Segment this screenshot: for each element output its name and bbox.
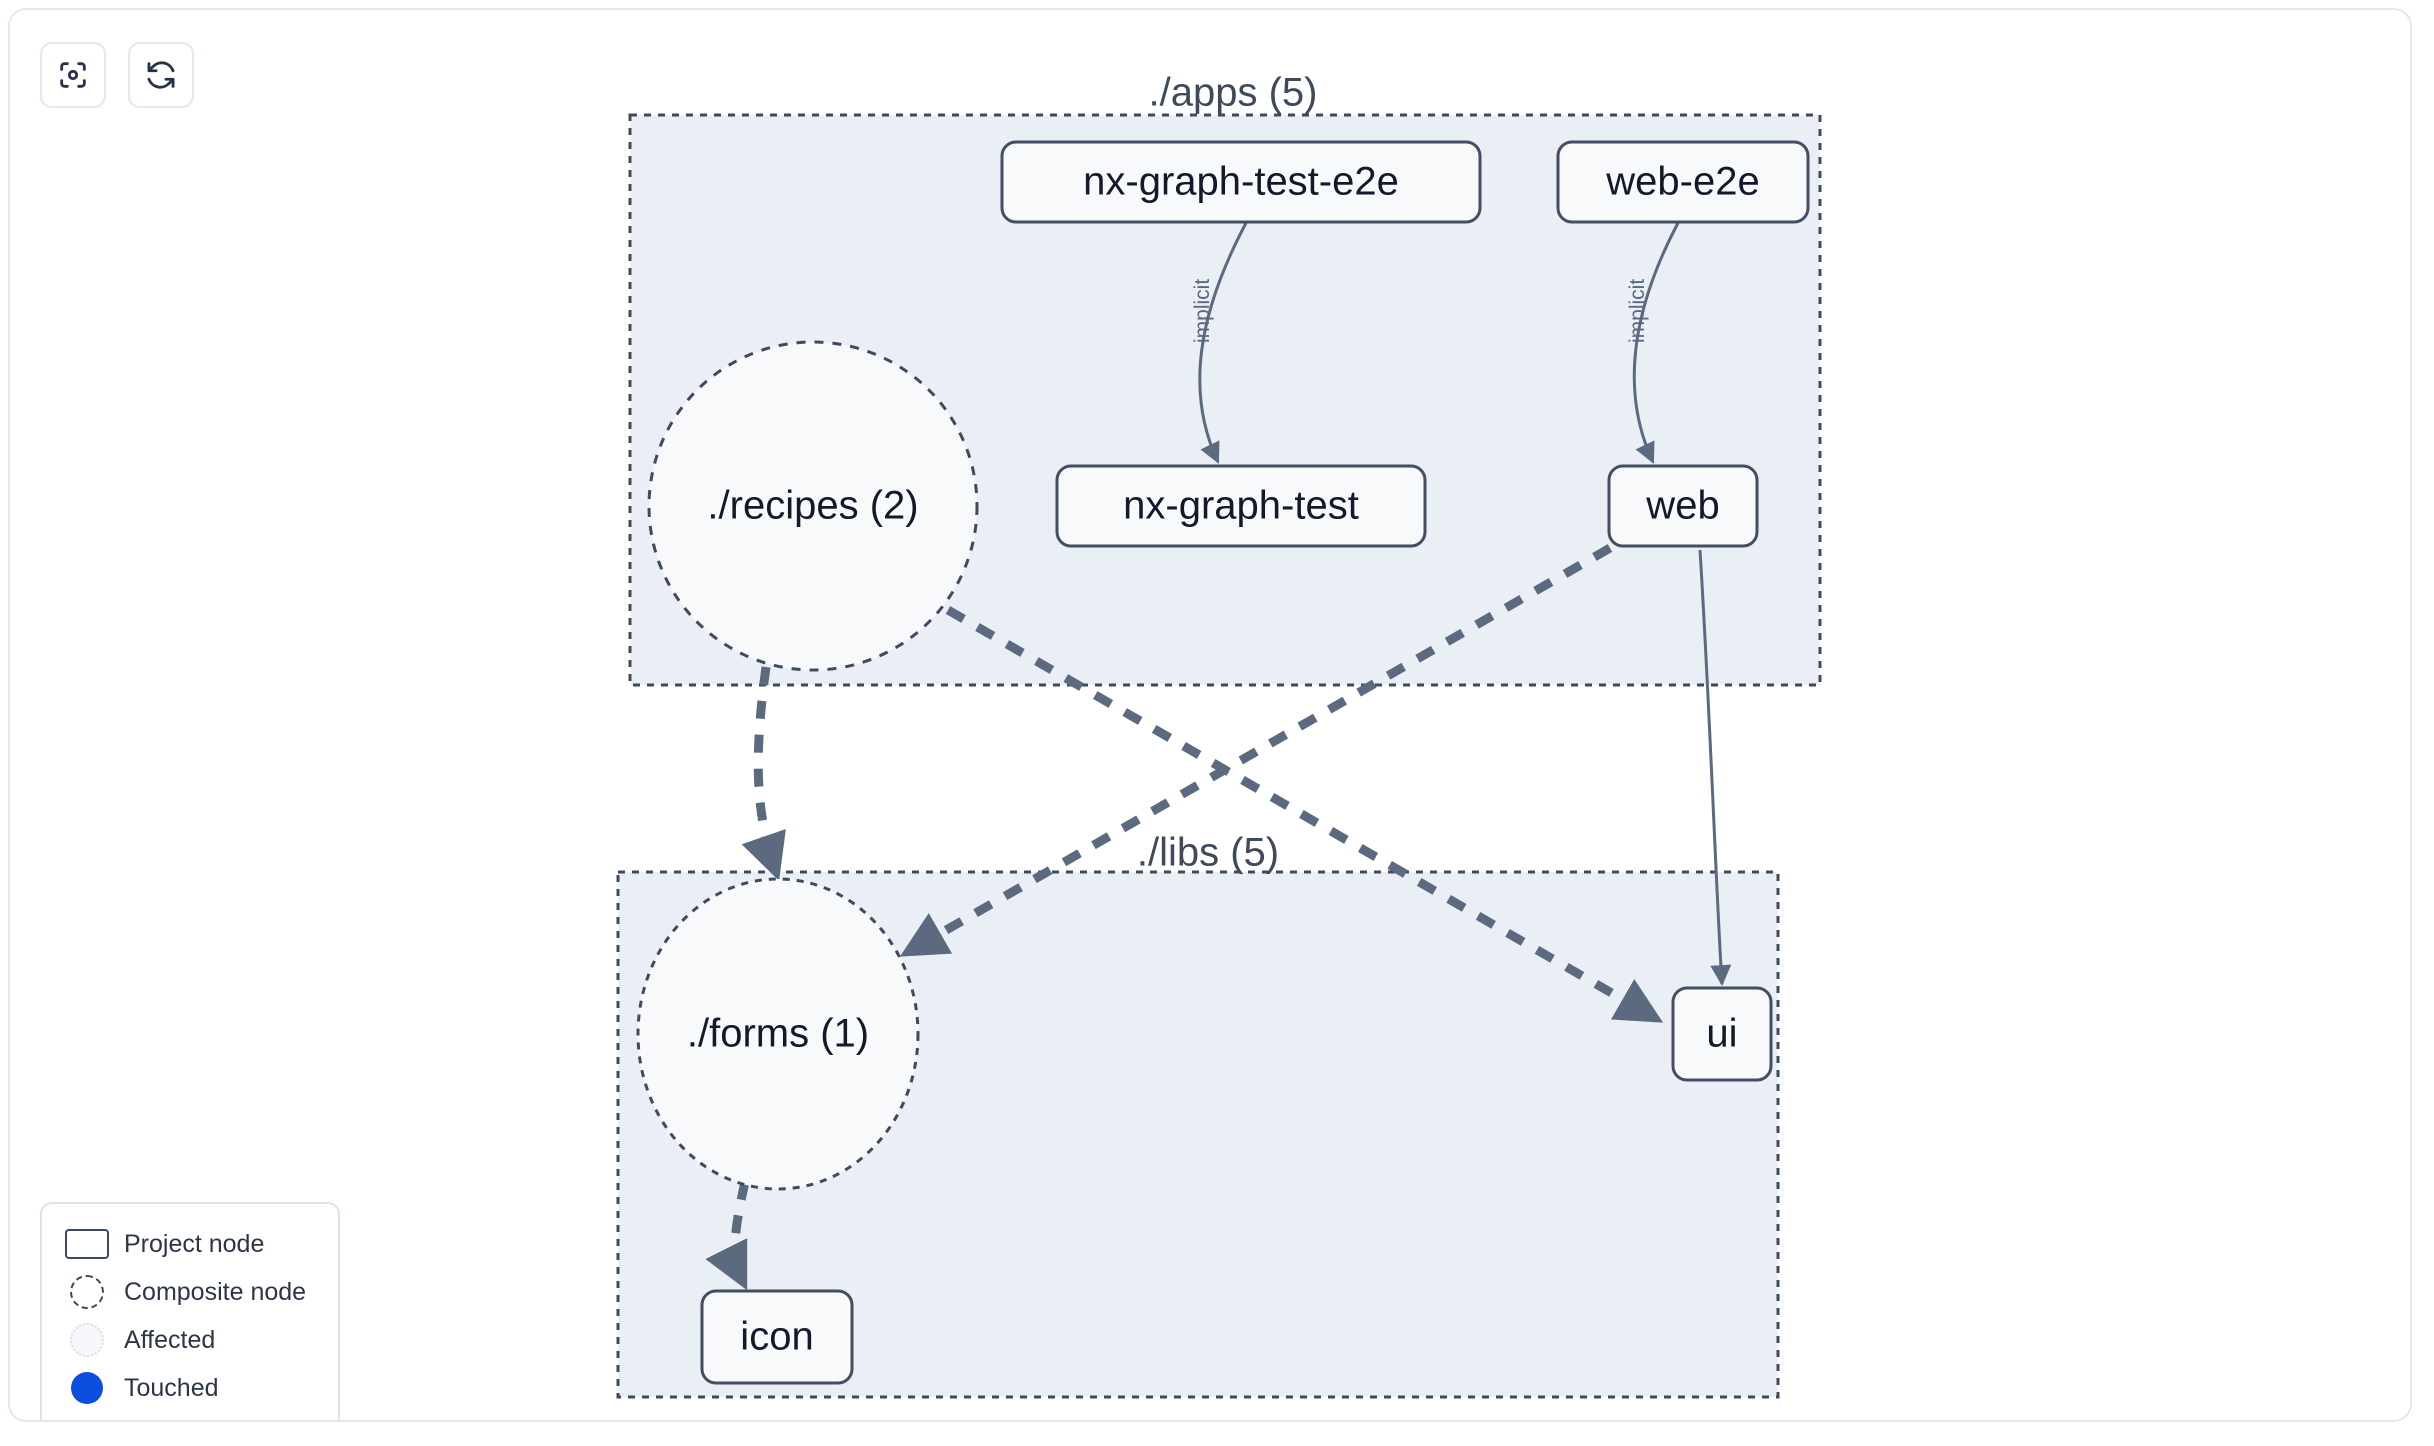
edge-recipes-to-forms[interactable] xyxy=(741,666,786,881)
node-ui[interactable] xyxy=(1673,988,1771,1080)
edge-forms-to-icon[interactable] xyxy=(705,1181,750,1291)
node-recipes[interactable] xyxy=(649,342,977,670)
node-ui-shape[interactable] xyxy=(1671,986,1773,1082)
node-icon-shape[interactable] xyxy=(700,1289,854,1385)
legend-label-affected: Affected xyxy=(124,1325,216,1354)
node-icon[interactable] xyxy=(702,1291,852,1383)
node-web-e2e-shape[interactable] xyxy=(1556,140,1810,224)
edge-nxgraphteste2e-to-nxgraphtest[interactable] xyxy=(1198,222,1248,464)
node-nx-graph-test[interactable] xyxy=(1057,466,1425,546)
node-nx-graph-test-e2e-shape[interactable] xyxy=(1000,140,1482,224)
node-forms[interactable] xyxy=(638,879,918,1189)
node-web[interactable] xyxy=(1609,466,1757,546)
legend-label-project-node: Project node xyxy=(124,1229,265,1258)
graph-canvas[interactable] xyxy=(10,10,2412,1422)
node-web-e2e[interactable] xyxy=(1558,142,1808,222)
touched-swatch xyxy=(60,1372,114,1404)
graph-panel: ./apps (5) ./libs (5) nx-graph-test-e2e … xyxy=(8,8,2412,1422)
refresh-icon xyxy=(144,58,178,92)
edge-recipes-to-ui[interactable] xyxy=(945,606,1664,1023)
composite-node-swatch xyxy=(60,1275,114,1309)
graph-toolbar xyxy=(40,42,194,108)
node-forms-shape[interactable] xyxy=(636,877,920,1191)
node-web-shape[interactable] xyxy=(1607,464,1759,548)
node-nx-graph-test-e2e[interactable] xyxy=(1002,142,1480,222)
graph-legend: Project node Composite node Affected Tou… xyxy=(40,1202,340,1420)
focus-target-icon xyxy=(56,58,90,92)
legend-item-affected: Affected xyxy=(60,1316,320,1364)
focus-graph-button[interactable] xyxy=(40,42,106,108)
legend-item-composite-node: Composite node xyxy=(60,1268,320,1316)
node-recipes-shape[interactable] xyxy=(647,340,979,672)
edge-webe2e-to-web[interactable] xyxy=(1632,222,1680,464)
legend-label-composite-node: Composite node xyxy=(124,1277,307,1306)
refresh-graph-button[interactable] xyxy=(128,42,194,108)
legend-item-touched: Touched xyxy=(60,1364,320,1412)
affected-swatch xyxy=(60,1323,114,1357)
edge-web-to-ui[interactable] xyxy=(1698,549,1732,987)
legend-label-touched: Touched xyxy=(124,1373,219,1402)
legend-item-project-node: Project node xyxy=(60,1220,320,1268)
node-nx-graph-test-shape[interactable] xyxy=(1055,464,1427,548)
project-node-swatch xyxy=(60,1229,114,1259)
